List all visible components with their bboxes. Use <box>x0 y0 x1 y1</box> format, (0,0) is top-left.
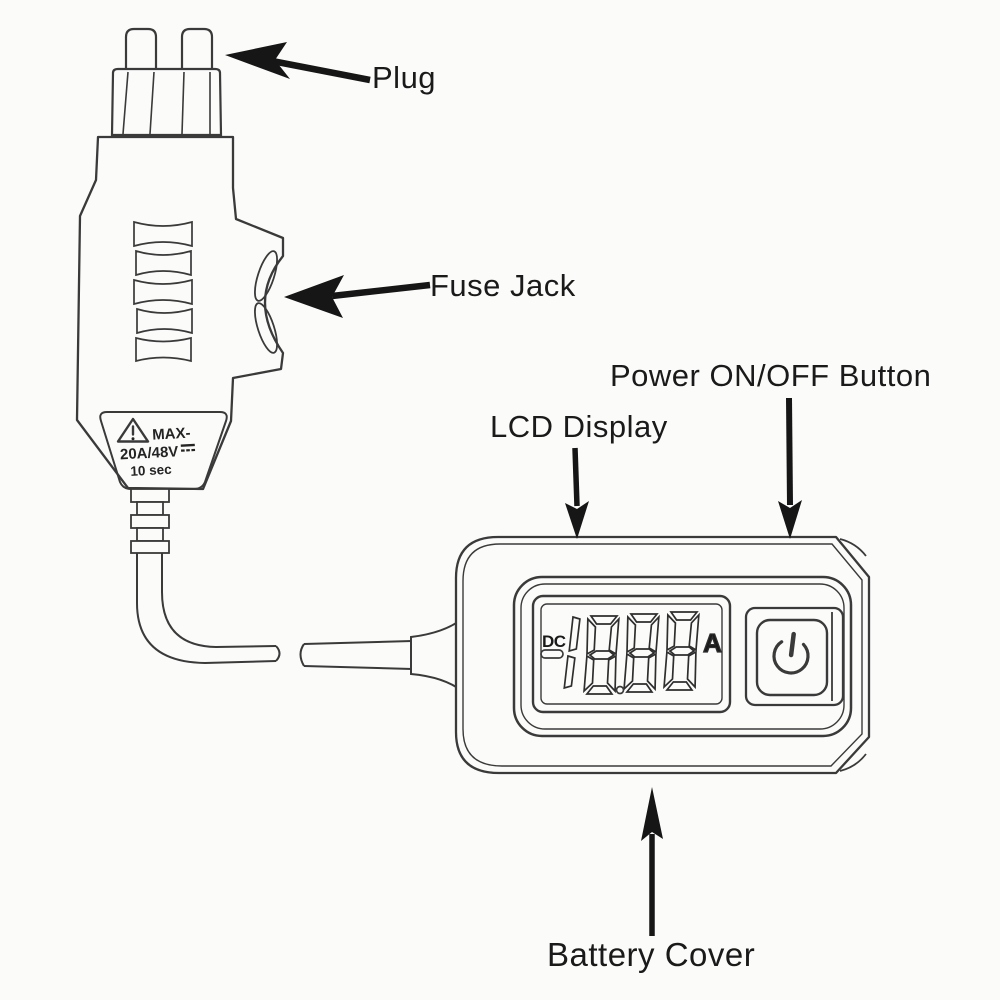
fuse-jack-callout: Fuse Jack <box>284 268 576 318</box>
grip-rib <box>136 307 193 335</box>
display-unit: DC <box>454 535 871 775</box>
cable-break-left-cap <box>275 645 281 662</box>
decimal-point <box>615 685 625 695</box>
plug-arrow <box>225 42 290 79</box>
fuse-contact-slot-lower <box>254 302 278 354</box>
grip-ribs <box>133 220 193 363</box>
plug-label: Plug <box>372 60 436 95</box>
digit-8 <box>623 613 660 693</box>
battery-cover-arrow <box>641 787 663 841</box>
warning-max-text: MAX- <box>152 425 191 444</box>
plug-callout: Plug <box>225 42 436 95</box>
lcd-arrow-tail <box>572 447 580 507</box>
cable-bend-outer <box>136 553 277 665</box>
power-button <box>755 618 829 697</box>
cable-right-top <box>303 640 413 645</box>
cable-boot <box>410 616 463 694</box>
grip-rib <box>135 336 192 363</box>
plug-housing-lines <box>122 71 211 135</box>
corner-shading-top <box>839 538 867 557</box>
power-icon <box>772 631 810 675</box>
lcd-display: DC <box>531 594 732 714</box>
minus-indicator <box>540 649 564 659</box>
power-button-callout: Power ON/OFF Button <box>610 358 931 539</box>
corner-shading-bottom <box>839 753 867 772</box>
strain-relief <box>130 488 170 554</box>
cable-bend-inner <box>161 553 277 649</box>
warning-rating-text: 20A/48V <box>120 443 179 463</box>
plug-prong-left <box>124 27 158 72</box>
digit-8 <box>583 615 620 695</box>
amp-unit: A <box>703 628 722 658</box>
annotations: Plug Fuse Jack LCD Display Power ON/OFF … <box>225 42 931 973</box>
power-button-assembly <box>744 606 845 707</box>
power-button-label: Power ON/OFF Button <box>610 358 931 393</box>
power-arrow-tail <box>786 397 793 506</box>
cable-break-right-cap <box>299 643 305 667</box>
cable-right-bottom <box>303 665 413 670</box>
plug-housing <box>110 67 223 137</box>
warning-label: MAX- 20A/48V 10 sec <box>99 411 228 490</box>
dc-indicator: DC <box>542 632 566 651</box>
cable <box>136 553 463 694</box>
lcd-display-label: LCD Display <box>490 409 668 444</box>
lcd-arrow <box>565 501 589 539</box>
plug-arrow-tail <box>271 57 371 84</box>
grip-rib <box>133 220 193 248</box>
display-unit-seam <box>462 543 863 767</box>
digit-1 <box>563 615 581 690</box>
warning-label-outline <box>99 411 228 490</box>
power-arrow <box>778 500 802 539</box>
fuse-contact-slot-upper <box>254 250 278 302</box>
grip-rib <box>135 249 192 277</box>
plug-prong-right <box>180 27 214 72</box>
warning-triangle-icon <box>116 417 150 443</box>
fuse-jack-arrow <box>284 275 344 318</box>
battery-cover-callout: Battery Cover <box>547 787 755 973</box>
grip-rib <box>133 278 193 306</box>
fuse-jack-label: Fuse Jack <box>430 268 576 303</box>
warning-duration-text: 10 sec <box>130 462 173 479</box>
seven-segment-digits <box>563 611 700 695</box>
fuse-plug-assembly: MAX- 20A/48V 10 sec <box>75 27 285 554</box>
digit-8 <box>663 611 700 691</box>
battery-cover-label: Battery Cover <box>547 936 755 973</box>
dc-voltage-symbol-icon <box>180 443 196 452</box>
lcd-display-callout: LCD Display <box>490 409 668 539</box>
fuse-jack-arrow-tail <box>331 281 431 300</box>
